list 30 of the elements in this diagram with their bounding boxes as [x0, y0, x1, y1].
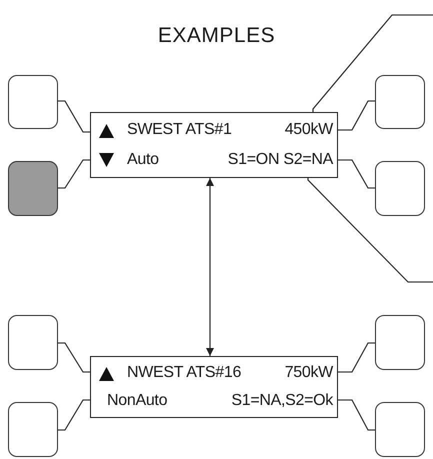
display-text: SWEST ATS#1	[127, 121, 232, 139]
connector-line	[338, 159, 375, 189]
connector-line	[338, 399, 375, 431]
display-text: NonAuto	[107, 392, 168, 410]
display-text: 750kW	[284, 364, 333, 382]
connector-line	[58, 159, 90, 189]
push-key	[375, 315, 425, 370]
display-text: S1=NA,S2=Ok	[231, 392, 333, 410]
connector-line	[338, 100, 375, 131]
double-arrow	[206, 178, 214, 356]
display-text: NWEST ATS#16	[127, 364, 242, 382]
display-text: 450kW	[284, 121, 333, 139]
diagram-title: EXAMPLES	[156, 24, 276, 48]
connector-line	[58, 342, 90, 373]
push-key	[8, 315, 58, 370]
lcd-display	[90, 356, 338, 418]
leader-line	[312, 14, 433, 112]
push-key	[375, 161, 425, 216]
display-text: Auto	[127, 151, 159, 169]
push-key	[8, 161, 58, 216]
lcd-display	[90, 112, 338, 178]
connector-line	[58, 100, 90, 133]
display-text: S1=ON S2=NA	[228, 151, 333, 169]
push-key	[375, 75, 425, 129]
connector-line	[338, 342, 375, 373]
leader-line	[307, 178, 433, 283]
push-key	[8, 75, 58, 129]
push-key	[8, 402, 58, 457]
push-key	[375, 402, 425, 457]
connector-line	[58, 399, 90, 431]
